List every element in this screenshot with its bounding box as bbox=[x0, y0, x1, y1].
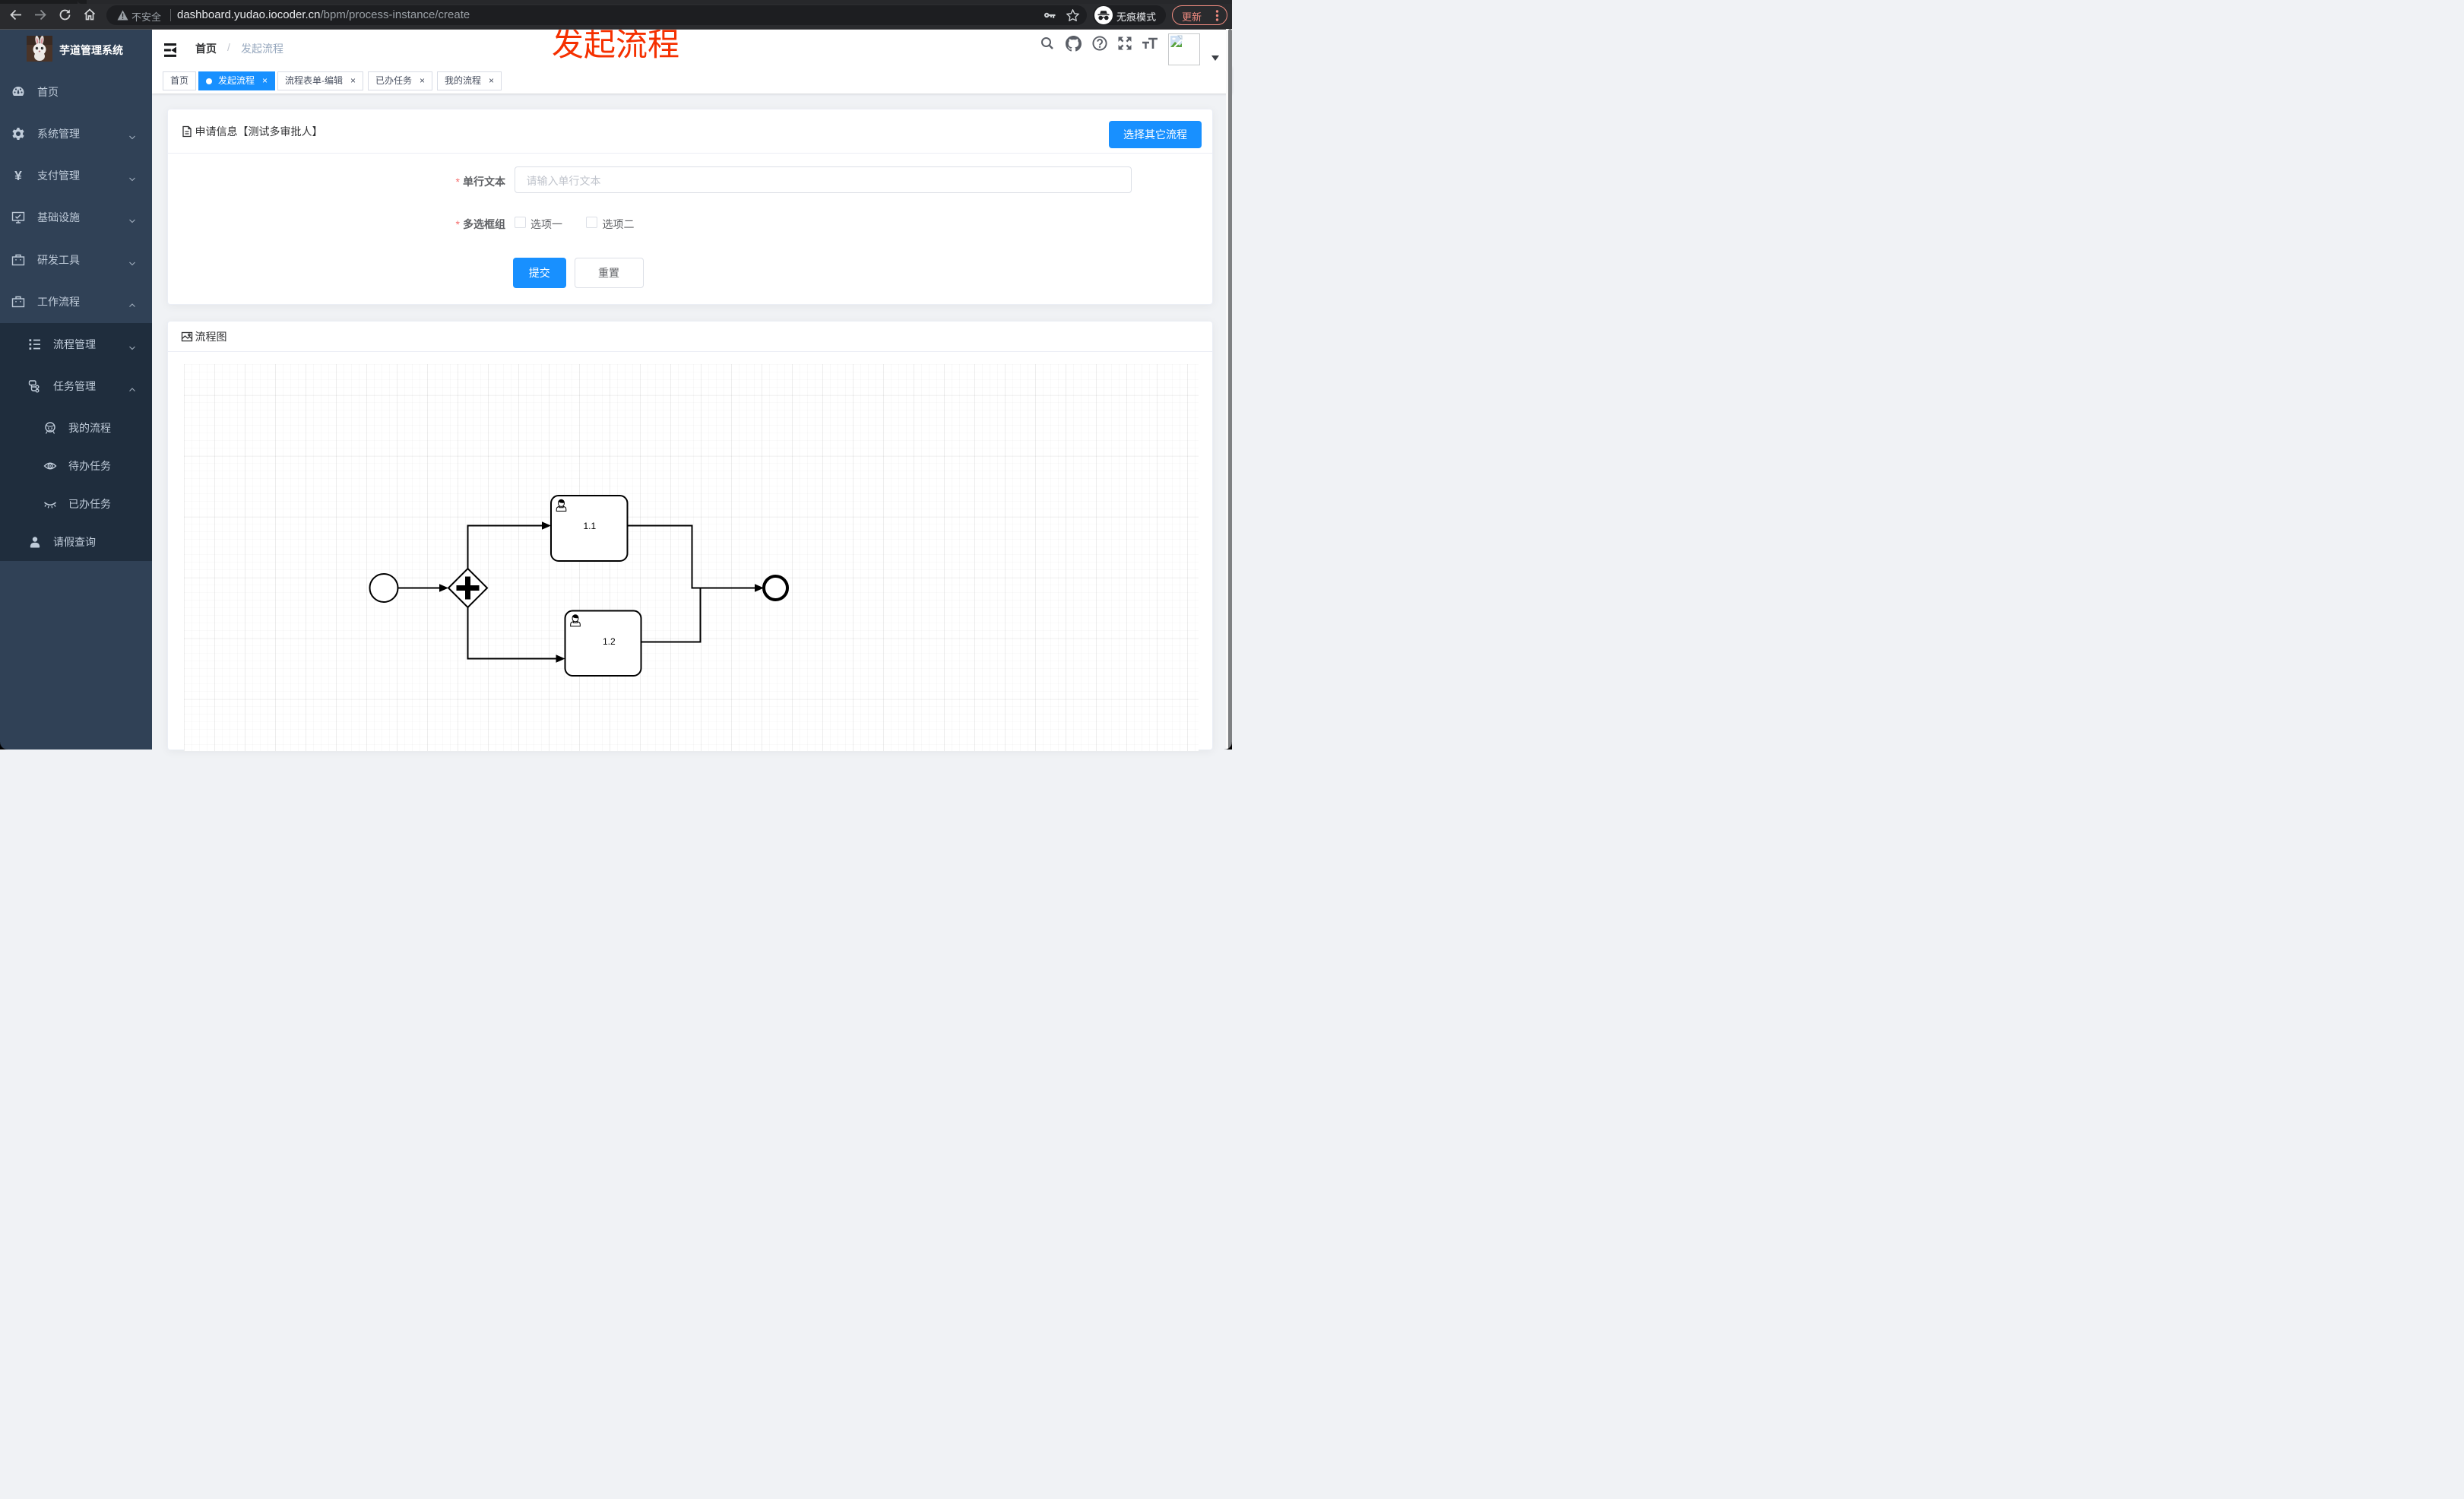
svg-text:¥: ¥ bbox=[14, 169, 22, 182]
svg-text:1.2: 1.2 bbox=[603, 636, 616, 647]
svg-text:1.1: 1.1 bbox=[583, 521, 596, 531]
